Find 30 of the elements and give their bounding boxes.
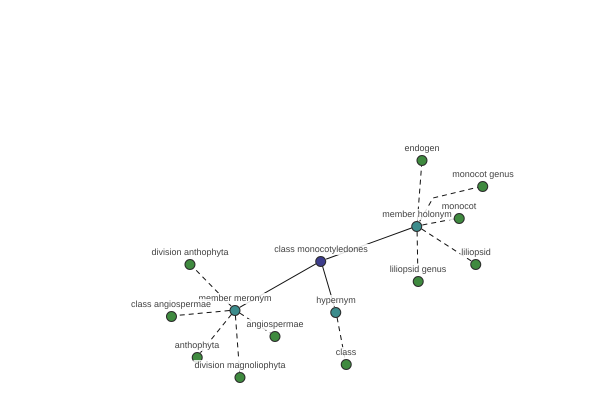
graph-node [381,208,453,232]
graph-node [388,264,448,286]
graph-node [273,244,369,266]
node-label: division magnoliophyta [193,360,287,370]
dashed-connector [416,164,422,222]
node-label: liliopsid genus [388,264,448,274]
node-label: endogen [403,142,441,154]
node-label: monocot genus [451,168,515,180]
graph-node [315,294,357,318]
dashed-connector [193,267,232,307]
graph-node [334,346,358,370]
graph-node [150,246,230,270]
node-label: member meronym [198,292,272,304]
graph-node [451,168,515,192]
node-label: class [334,346,358,358]
node-label: member holonym [381,208,453,220]
graph-node [403,142,441,166]
node-label: liliopsid [460,246,492,258]
graph-node [245,318,305,342]
node-label: angiospermae [245,318,305,330]
node-label: hypernym [315,294,357,306]
graph-node [460,246,492,270]
dashed-connector [234,314,240,372]
node-label: division anthophyta [150,246,230,258]
graph-node [193,360,287,382]
node-label: class monocotyledones [273,244,369,254]
node-label: monocot [440,200,478,212]
dashed-connector [421,228,472,262]
dashed-connector [200,314,232,354]
node-label: anthophyta [174,340,220,350]
